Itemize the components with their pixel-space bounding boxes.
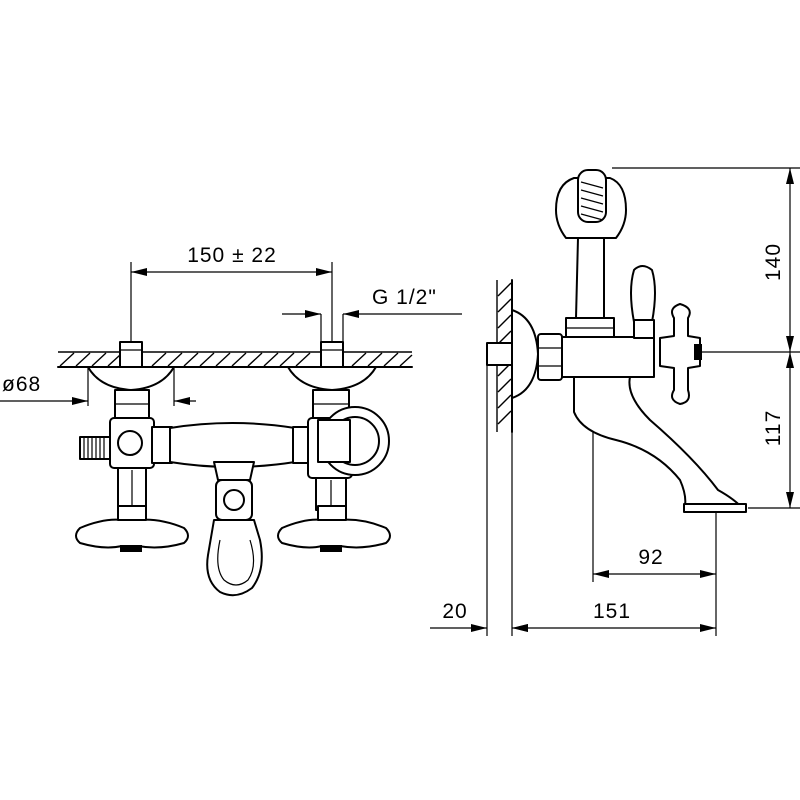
handle-cap-left xyxy=(117,505,147,521)
dimension-spout-reach: 92 xyxy=(592,432,717,582)
dim-label-total-depth: 151 xyxy=(593,600,631,623)
dimension-center-distance: 150 ± 22 xyxy=(130,244,333,342)
cross-handle-side xyxy=(659,303,702,405)
handle-base-right xyxy=(320,545,342,552)
hex-nut-side xyxy=(537,333,563,381)
pipe-stub-side xyxy=(486,342,513,366)
dimension-total-depth: 151 xyxy=(511,432,717,636)
dim-label-wall-offset: 20 xyxy=(442,600,467,623)
flange-side xyxy=(511,309,539,399)
mixer-body xyxy=(151,422,312,468)
dimension-height-upper: 140 xyxy=(612,167,800,353)
wall-surface-front xyxy=(57,351,413,368)
dim-label-thread: G 1/2" xyxy=(372,286,437,309)
spout-outlet-side xyxy=(683,503,747,513)
dim-label-height-lower: 117 xyxy=(762,410,785,446)
dimension-thread: G 1/2" xyxy=(282,286,462,342)
cross-handle-left xyxy=(75,518,189,549)
handle-base-left xyxy=(120,545,142,552)
handle-cap-right xyxy=(317,505,347,521)
dim-label-flange-diameter: ø68 xyxy=(2,373,41,396)
lever-base-side xyxy=(633,319,655,339)
dimension-wall-offset: 20 xyxy=(430,365,528,636)
diverter-lever-side xyxy=(630,265,656,323)
shower-column xyxy=(555,169,627,319)
diverter-knob xyxy=(317,406,390,476)
flange-left xyxy=(87,366,175,391)
dim-label-center-distance: 150 ± 22 xyxy=(187,244,277,267)
pipe-stub-left xyxy=(119,341,143,370)
dimension-height-lower: 117 xyxy=(748,352,800,509)
cross-handle-right xyxy=(277,518,391,549)
dimension-flange-diameter: ø68 xyxy=(0,367,196,406)
spout-side xyxy=(573,376,745,511)
side-view: 140 117 92 151 xyxy=(430,167,800,636)
dim-label-height-upper: 140 xyxy=(762,243,785,281)
hose-connection xyxy=(79,436,111,460)
mixer-body-side xyxy=(561,317,655,378)
flange-right xyxy=(287,366,377,391)
pipe-stub-right xyxy=(320,341,344,370)
dim-label-spout-reach: 92 xyxy=(638,546,663,569)
front-view: 150 ± 22 G 1/2" ø68 xyxy=(0,244,462,597)
spout-front xyxy=(206,461,263,597)
